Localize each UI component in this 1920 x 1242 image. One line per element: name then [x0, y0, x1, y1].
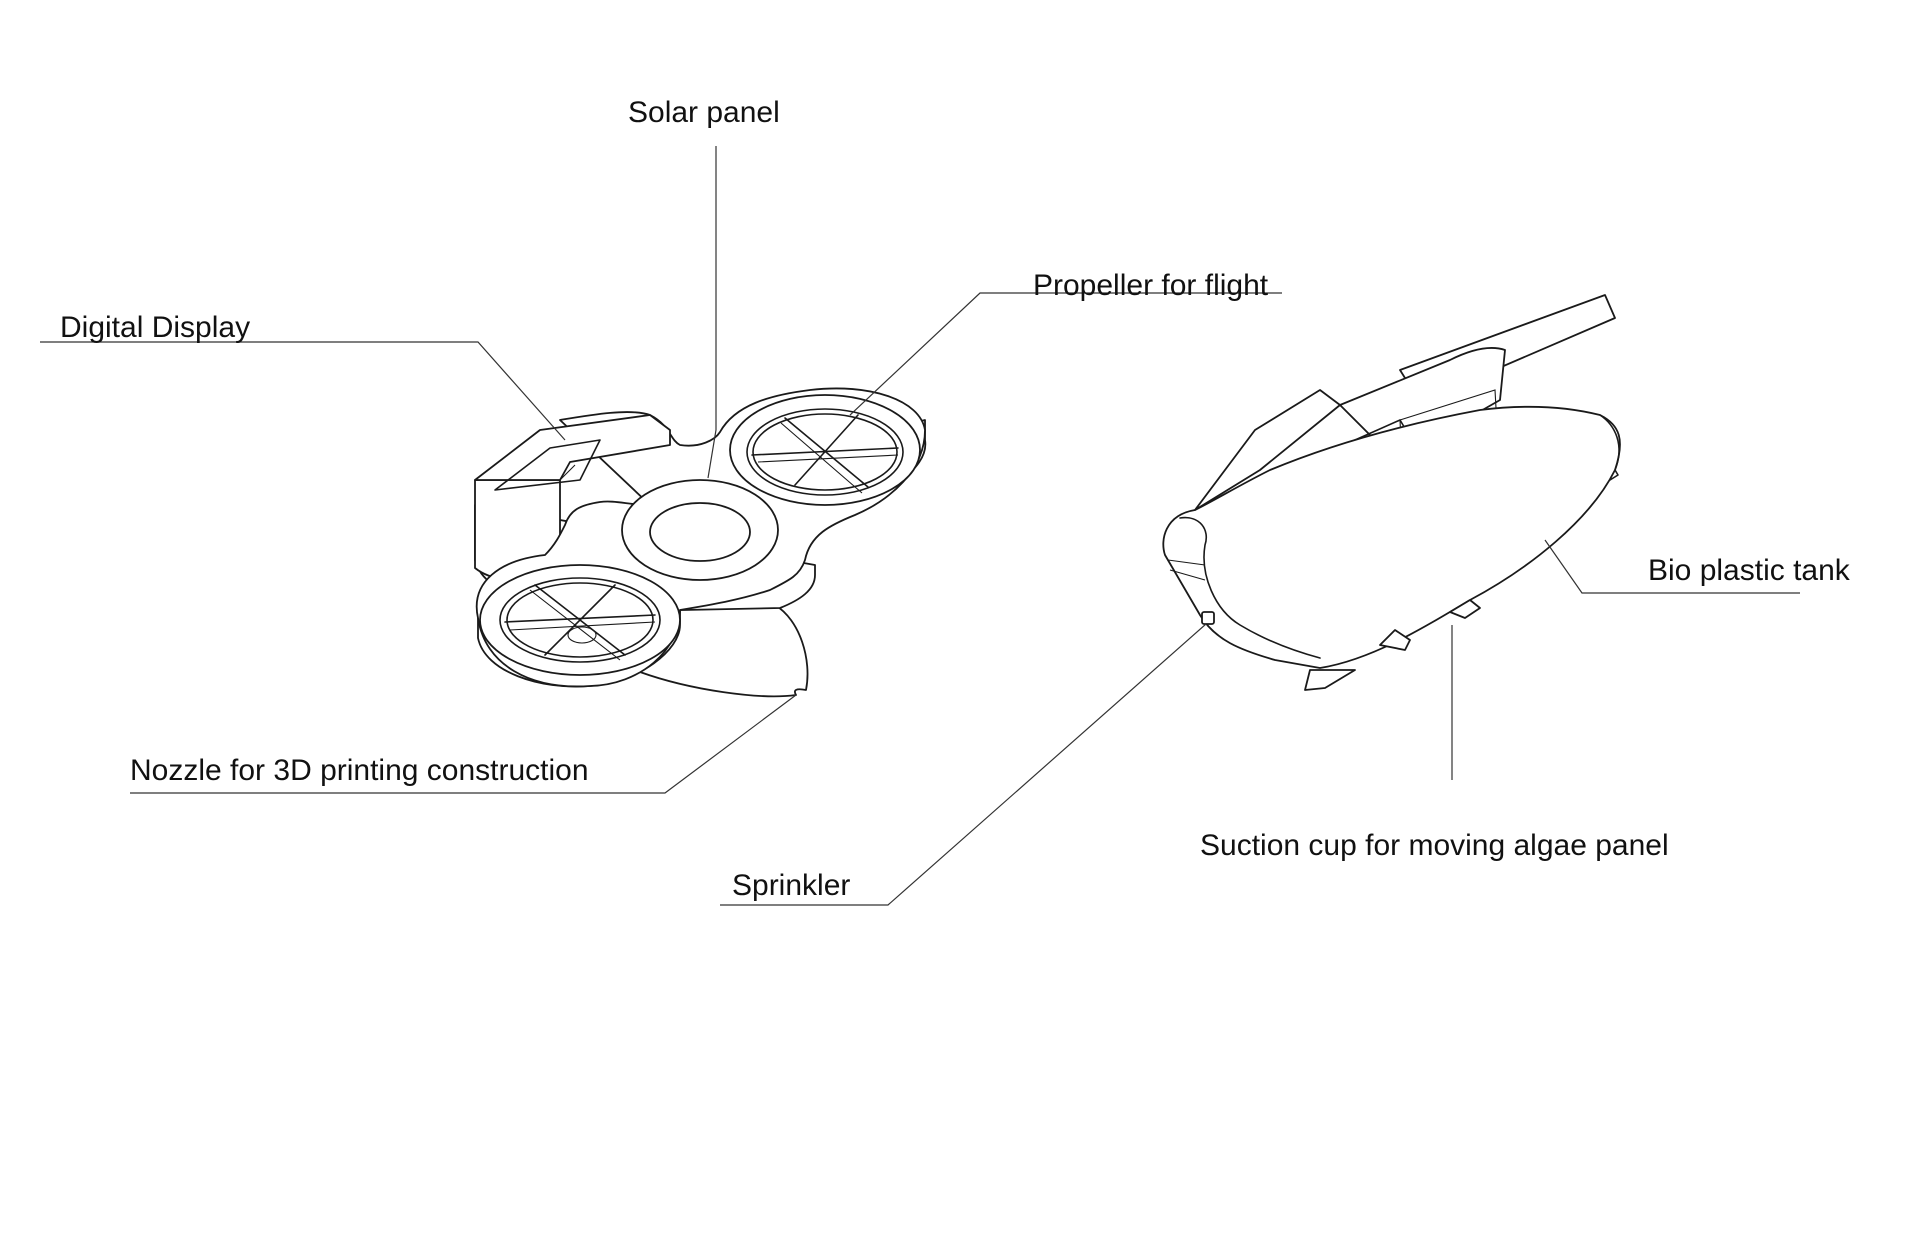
lower-propeller [479, 564, 681, 676]
leader-bio-plastic-tank [1544, 539, 1800, 594]
label-sprinkler: Sprinkler [732, 869, 850, 902]
sprinkler-nozzle [1201, 611, 1215, 625]
leader-digital-display [40, 341, 566, 441]
label-suction-cup: Suction cup for moving algae panel [1200, 829, 1669, 862]
leader-lines [40, 146, 1800, 906]
drone-drawing [474, 387, 927, 698]
label-solar-panel: Solar panel [628, 96, 780, 129]
label-propeller: Propeller for flight [1033, 269, 1269, 302]
label-digital-display: Digital Display [60, 311, 250, 344]
labels: Solar panel Propeller for flight Digital… [60, 96, 1851, 902]
solar-panel-inner [649, 502, 751, 562]
upper-propeller [729, 394, 921, 506]
label-bio-plastic-tank: Bio plastic tank [1648, 554, 1851, 587]
suction-cups [1304, 599, 1481, 691]
leader-nozzle [130, 694, 797, 794]
leader-solar-panel [707, 146, 717, 479]
display-top [474, 414, 671, 481]
label-nozzle: Nozzle for 3D printing construction [130, 754, 589, 787]
robot-front-cap [1194, 389, 1341, 511]
leader-propeller [849, 292, 1282, 416]
leader-sprinkler [720, 623, 1207, 906]
tank-robot-drawing [1162, 294, 1621, 691]
bio-plastic-tank-body [1162, 405, 1621, 669]
